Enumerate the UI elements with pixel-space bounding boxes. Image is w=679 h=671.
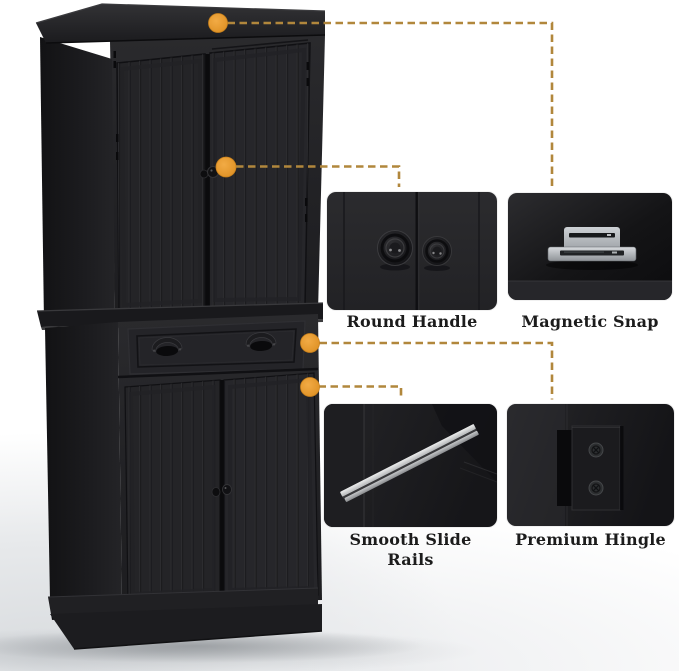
upper-door-right — [209, 39, 311, 308]
feature-label-premium-hingle: Premium Hingle — [515, 530, 666, 549]
slide-rail — [340, 424, 479, 502]
magnetic-snap-catch — [546, 227, 638, 270]
feature-thumb-premium-hingle — [507, 404, 674, 526]
hinge-screw-bottom — [588, 480, 604, 496]
callout-dot-handle — [215, 156, 237, 178]
leader-line-premium-hingle — [319, 341, 554, 400]
upper-side-face — [40, 37, 115, 323]
callout-dot-lower-door — [300, 377, 320, 397]
drawer-cup-handle-left — [151, 337, 183, 357]
upper-door-left — [116, 53, 206, 313]
base-plinth — [47, 587, 323, 650]
lower-side-face — [45, 322, 122, 604]
pantry-cabinet — [35, 3, 326, 650]
leader-line-smooth-slide-rails — [318, 385, 403, 400]
feature-label-magnetic-snap: Magnetic Snap — [521, 312, 659, 331]
upper-door-knobs — [199, 166, 219, 179]
callout-dots — [208, 13, 320, 397]
drawer-cup-handle-right — [245, 332, 277, 352]
round-knob-right — [422, 236, 452, 271]
feature-thumb-magnetic-snap — [508, 193, 672, 300]
lower-door-left — [124, 379, 221, 602]
callout-dot-drawer — [300, 333, 320, 353]
feature-label-smooth-slide-rails: Smooth Slide Rails — [349, 530, 472, 569]
leader-line-round-handle — [236, 165, 401, 187]
lower-door-knobs — [211, 484, 232, 497]
feature-thumb-round-handle — [327, 192, 497, 310]
leader-line-magnetic-snap — [227, 21, 554, 187]
hinge-screw-top — [588, 442, 604, 458]
feature-thumb-smooth-slide-rails — [324, 404, 497, 527]
drawer — [117, 320, 319, 379]
cabinet-crown — [35, 3, 326, 44]
hinge — [557, 425, 624, 511]
callout-lines — [227, 21, 554, 400]
feature-label-round-handle: Round Handle — [346, 312, 478, 331]
round-knob-left — [377, 230, 413, 271]
lower-door-right — [223, 372, 319, 598]
door-hinges — [113, 51, 309, 222]
callout-dot-top — [208, 13, 228, 33]
